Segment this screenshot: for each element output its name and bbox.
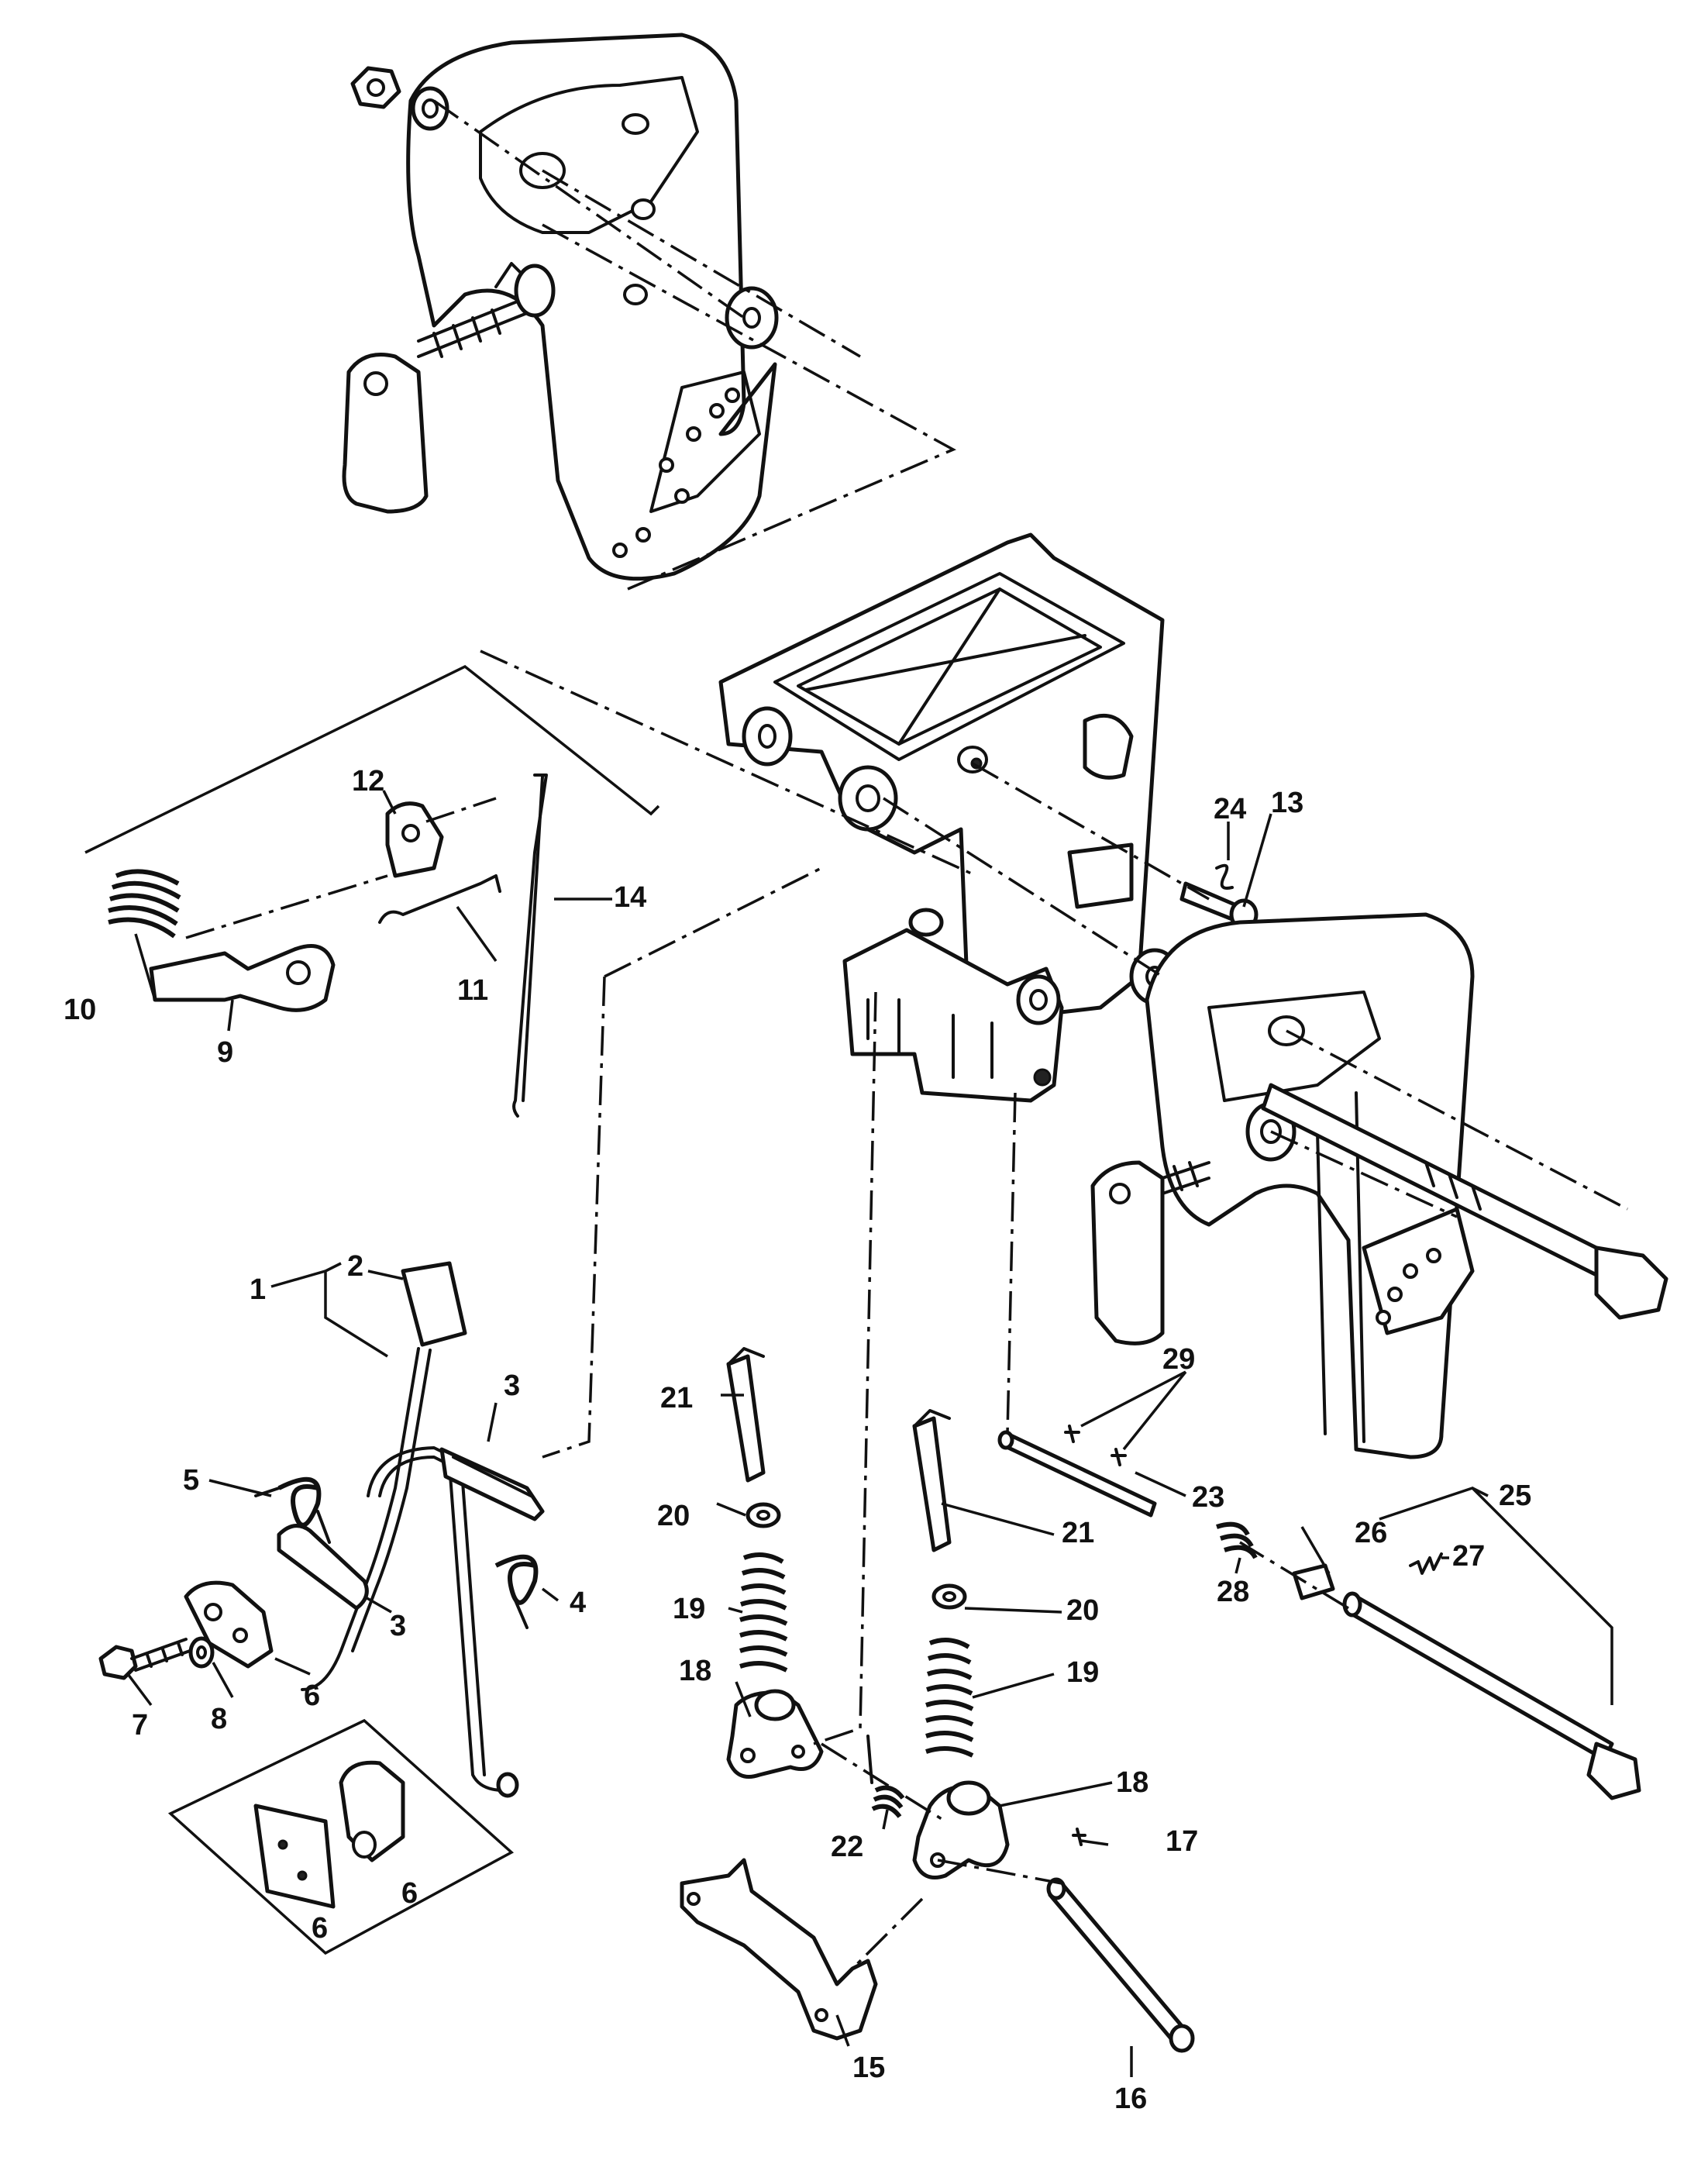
callout-3-upper: 3 — [504, 1370, 520, 1402]
callout-12: 12 — [352, 765, 384, 798]
callout-19-left: 19 — [673, 1593, 705, 1625]
leader-lines — [126, 790, 1489, 2077]
callout-22: 22 — [831, 1831, 863, 1863]
callout-11: 11 — [457, 974, 488, 1007]
callout-6-inset-left: 6 — [312, 1912, 328, 1945]
callout-2: 2 — [347, 1250, 363, 1283]
callout-15: 15 — [852, 2052, 885, 2084]
callout-1: 1 — [250, 1273, 266, 1306]
assembly-lines — [185, 99, 1628, 1986]
callout-24: 24 — [1214, 793, 1246, 825]
tilt-pin-assembly — [997, 1425, 1641, 1800]
callout-9: 9 — [217, 1036, 233, 1069]
callout-21-right: 21 — [1062, 1517, 1094, 1549]
callout-26: 26 — [1355, 1517, 1387, 1549]
callout-6-inset-right: 6 — [401, 1877, 418, 1910]
callout-23: 23 — [1192, 1481, 1224, 1514]
callout-6-bracket: 6 — [304, 1680, 320, 1712]
callout-27: 27 — [1452, 1540, 1485, 1573]
callout-4: 4 — [570, 1587, 586, 1619]
callout-25: 25 — [1499, 1480, 1531, 1512]
pawl-assembly — [680, 1347, 1195, 2053]
callout-7: 7 — [132, 1709, 148, 1742]
callout-17: 17 — [1166, 1825, 1198, 1858]
lower-clamp-bracket — [1090, 912, 1668, 1459]
callout-20-right: 20 — [1066, 1594, 1099, 1627]
callout-19-right: 19 — [1066, 1656, 1099, 1689]
callout-14: 14 — [614, 881, 646, 914]
callout-13: 13 — [1271, 787, 1303, 819]
callout-18-left: 18 — [679, 1655, 711, 1687]
callout-28: 28 — [1217, 1576, 1249, 1608]
callout-5: 5 — [183, 1464, 199, 1497]
callout-16: 16 — [1114, 2083, 1147, 2115]
reverse-lock-parts — [84, 664, 660, 1118]
callout-29: 29 — [1162, 1343, 1195, 1376]
callout-8: 8 — [211, 1703, 227, 1735]
swivel-bracket — [718, 532, 1259, 1103]
callout-3-lower: 3 — [390, 1610, 406, 1642]
callout-labels: 1 2 3 3 4 5 6 6 6 7 8 9 10 11 12 13 14 1… — [64, 765, 1531, 2115]
callout-21-left: 21 — [660, 1382, 693, 1414]
upper-clamp-bracket — [342, 33, 779, 581]
callout-10: 10 — [64, 994, 96, 1026]
callout-18-right: 18 — [1116, 1766, 1148, 1799]
callout-20-left: 20 — [657, 1500, 690, 1532]
tilt-lock-lever-assembly — [98, 1261, 545, 1955]
